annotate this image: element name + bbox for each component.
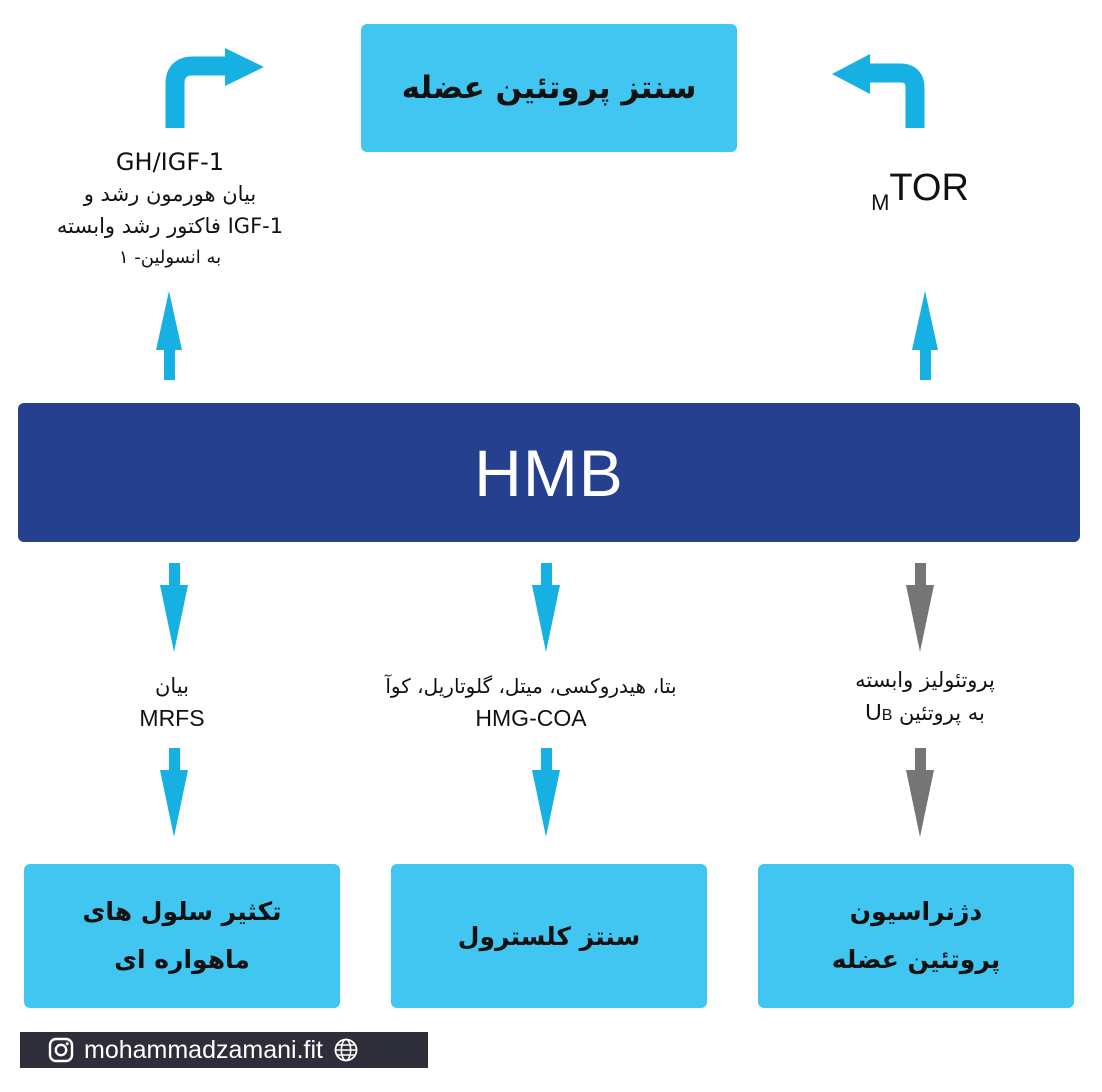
bent-arrow-left (165, 56, 232, 128)
gh-igf-line-2: بیان هورمون رشد و (83, 182, 257, 206)
mrfs-line-2: MRFS (139, 705, 205, 731)
down-arrow-right-2-head (906, 770, 934, 837)
degeneration-line-1: دژنراسیون (849, 897, 983, 926)
hmg-coa-line-1: بتا، هیدروکسی، میتل، گلوتاریل، کوآ (385, 674, 677, 698)
muscle-protein-synthesis-box: سنتز پروتئین عضله (361, 24, 737, 152)
bent-arrow-right (864, 63, 925, 128)
muscle-protein-degeneration-box: دژنراسیون پروتئین عضله (758, 864, 1074, 1008)
satellite-cell-line-2: ماهواره ای (114, 945, 250, 974)
hmg-coa-line-2: HMG-COA (475, 705, 587, 731)
bent-arrow-right-head (832, 54, 870, 94)
globe-icon (334, 1038, 358, 1062)
footer-handle: mohammadzamani.fit (84, 1035, 323, 1064)
gh-igf-line-1: GH/IGF-1 (115, 148, 225, 176)
proteolysis-line-2: به پروتئین UB (810, 696, 1040, 732)
mtor-prefix: M (871, 190, 890, 215)
up-arrow-right-shaft (920, 335, 931, 380)
mtor-main: TOR (889, 167, 969, 209)
satellite-cell-proliferation-box: تکثیر سلول های ماهواره ای (24, 864, 340, 1008)
proteolysis-line-2-text: به پروتئین (892, 701, 985, 725)
cholesterol-synthesis-label: سنتز کلسترول (457, 921, 641, 951)
instagram-icon (48, 1037, 74, 1063)
muscle-protein-synthesis-label: سنتز پروتئین عضله (401, 70, 697, 106)
hmb-label: HMB (474, 435, 624, 510)
hmb-bar: HMB (18, 403, 1080, 542)
up-arrow-left-head (156, 291, 182, 350)
cholesterol-synthesis-box: سنتز کلسترول (391, 864, 707, 1008)
up-arrow-right-head (912, 291, 938, 350)
down-arrow-right-2-shaft (915, 748, 926, 778)
satellite-cell-line-1: تکثیر سلول های (82, 897, 282, 926)
down-arrow-right-1-head (906, 585, 934, 652)
gh-igf-line-4: به انسولین- ۱ (118, 247, 222, 268)
down-arrow-left-1-head (160, 585, 188, 652)
hmg-coa-label: بتا، هیدروکسی، میتل، گلوتاریل، کوآ HMG-C… (320, 670, 742, 734)
down-arrow-left-2-head (160, 770, 188, 837)
proteolysis-label: پروتئولیز وابسته به پروتئین UB (810, 664, 1040, 732)
proteolysis-u: U (865, 699, 882, 725)
gh-igf-label: GH/IGF-1 بیان هورمون رشد و IGF-1 فاکتور … (20, 146, 320, 274)
footer-banner: mohammadzamani.fit (20, 1032, 428, 1068)
down-arrow-left-1-shaft (169, 563, 180, 593)
down-arrow-left-2-shaft (169, 748, 180, 778)
up-arrow-left-shaft (164, 335, 175, 380)
down-arrow-middle-2-shaft (541, 748, 552, 778)
bent-arrow-left-head (225, 48, 264, 86)
gh-igf-line-3: IGF-1 فاکتور رشد وابسته (56, 214, 284, 238)
proteolysis-b: B (881, 707, 893, 724)
mrfs-line-1: بیان (154, 674, 189, 698)
mtor-label: MTOR (820, 168, 1020, 223)
proteolysis-line-1: پروتئولیز وابسته (855, 668, 995, 692)
down-arrow-middle-2-head (532, 770, 560, 837)
mrfs-label: بیان MRFS (72, 670, 272, 734)
down-arrow-right-1-shaft (915, 563, 926, 593)
degeneration-line-2: پروتئین عضله (831, 945, 1001, 974)
down-arrow-middle-1-head (532, 585, 560, 652)
down-arrow-middle-1-shaft (541, 563, 552, 593)
proteolysis-line-2-u: UB (865, 699, 893, 725)
